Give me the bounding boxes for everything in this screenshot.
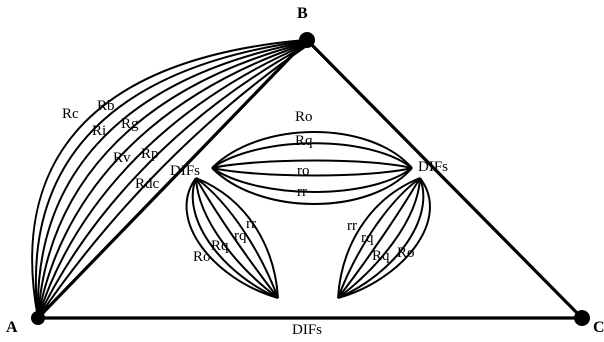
edge-ac-label: DIFs (292, 322, 322, 338)
edge-bc-label: DIFs (418, 159, 448, 175)
lens-arc (211, 159, 413, 169)
vertex-c-label: C (593, 319, 604, 336)
top-lens-group (211, 131, 413, 205)
top-rr-label: rr (297, 184, 307, 200)
left-rq-label: rq (234, 228, 247, 244)
lens-arc (191, 177, 279, 299)
right-Rq-label: Rq (372, 248, 390, 264)
lens-arc (195, 177, 279, 299)
vertex-b-node (299, 32, 315, 48)
lens-arc (195, 177, 279, 299)
fan-arc (37, 46, 306, 319)
lens-arc (185, 177, 279, 299)
top-ro-label: ro (297, 163, 310, 179)
lens-arc (195, 177, 279, 299)
fan-arc (36, 41, 306, 319)
vertex-b-label: B (297, 5, 308, 22)
fan-label-rg: Rg (121, 116, 139, 132)
lens-arc (337, 177, 421, 299)
lens-arc (337, 177, 421, 299)
lens-arc (211, 167, 413, 193)
left-lens-group (185, 177, 279, 299)
fan-label-rdc: Rdc (135, 176, 160, 192)
left-Rq-label: Rq (211, 238, 229, 254)
lens-arc (211, 167, 413, 205)
lens-arc (195, 177, 279, 299)
fan-arc (34, 40, 306, 319)
edge-ab (36, 38, 309, 320)
lens-arc (337, 177, 431, 299)
fan-label-rp: Rp (141, 146, 159, 162)
fan-arc (31, 39, 306, 319)
top-outer-label: Ro (295, 109, 313, 125)
right-lens-group (337, 177, 431, 299)
fan-arc (37, 43, 306, 319)
lens-arc (337, 177, 421, 299)
lens-arc (211, 142, 413, 169)
fan-label-rc: Rc (62, 106, 79, 122)
vertex-a-label: A (6, 319, 18, 336)
lens-arc (211, 167, 413, 177)
left-rr-label: rr (246, 216, 256, 232)
arc-fan (31, 39, 306, 319)
right-rr-label: rr (347, 218, 357, 234)
fan-label-ri: Ri (92, 123, 106, 139)
vertex-c-node (574, 310, 590, 326)
top-inner-label: Rq (295, 133, 313, 149)
lens-arc (337, 177, 425, 299)
vertex-a-node (31, 311, 45, 325)
right-rq-label: rq (361, 230, 374, 246)
right-Ro-label: Ro (397, 245, 415, 261)
fan-arc (37, 42, 306, 319)
edge-bc (305, 38, 584, 320)
fan-arc (37, 45, 306, 319)
fan-arc (37, 44, 306, 319)
lens-arc (337, 177, 421, 299)
left-Ro-label: Ro (193, 249, 211, 265)
edge-ab-label: DIFs (170, 163, 200, 179)
fan-label-rb: Rb (97, 98, 115, 114)
lens-arc (211, 131, 413, 169)
fan-label-rv: Rv (113, 150, 131, 166)
